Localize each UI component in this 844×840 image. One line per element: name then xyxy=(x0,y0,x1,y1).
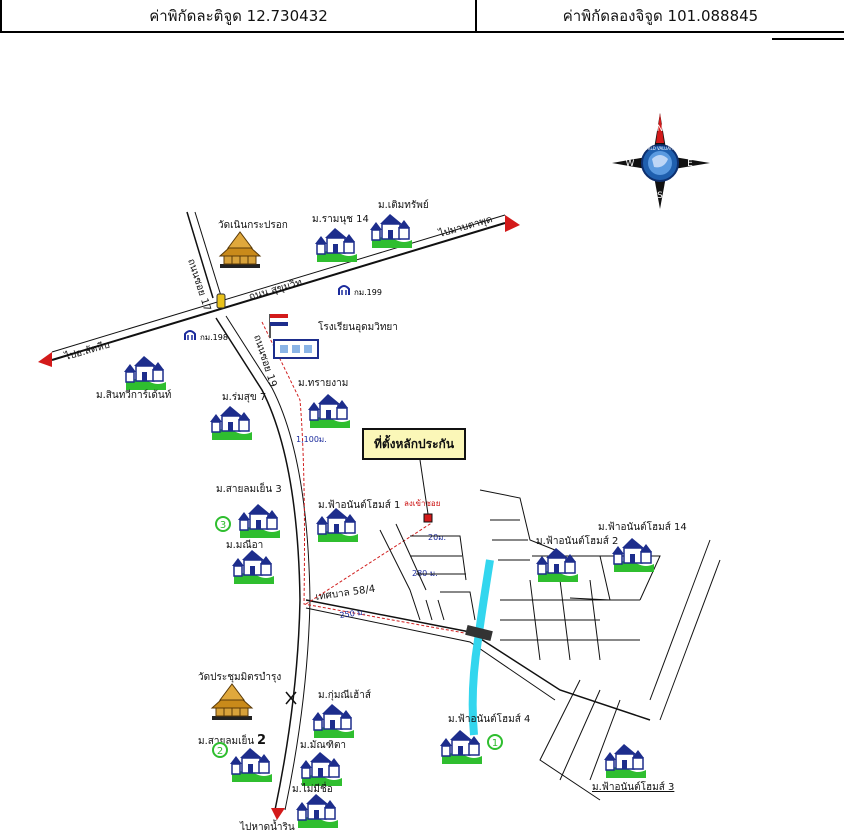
callout-text: ที่ตั้งหลักประกัน xyxy=(373,436,455,451)
label-saiyen2: ม.สายลมเย็น xyxy=(198,733,254,747)
label-entrance: ลงเข้าซอย xyxy=(404,499,440,508)
road-label-sukhumvit: ถนน สุขุมวิท xyxy=(248,277,304,303)
arrow-south-icon xyxy=(271,808,285,820)
longitude-text: ค่าพิกัดลองจิจูด 101.088845 xyxy=(562,6,759,25)
label-mapiya: ม.มณีอา xyxy=(226,539,263,551)
label-to-maptaphut: ไปมาบตาพุด xyxy=(437,213,494,240)
svg-text:3: 3 xyxy=(220,520,226,531)
label-kumnee: ม.กุ่มณีเฮ้าส์ xyxy=(318,689,371,701)
label-wat-prachum: วัดประชุมมิตรบำรุง xyxy=(198,672,281,683)
canal xyxy=(468,559,494,736)
label-termsap: ม.เติมทรัพย์ xyxy=(378,199,429,211)
subdivision-roads xyxy=(379,489,721,801)
marker-2: 2 xyxy=(212,742,228,758)
arrow-west-icon xyxy=(38,352,52,367)
house-icon xyxy=(299,751,343,787)
distance-20: 20ม. xyxy=(428,533,446,542)
label-school: โรงเรียนอุดมวิทยา xyxy=(318,320,398,333)
label-ramnut14: ม.รามนุช 14 xyxy=(312,214,369,225)
label-maimeeduea: ม.ไม่มีชื่อ xyxy=(292,781,333,795)
compass-rose-icon xyxy=(612,113,710,209)
house-icon xyxy=(295,793,339,829)
road-soi-19 xyxy=(215,317,301,811)
road-sukhumvit xyxy=(51,222,506,361)
distance-1100: 1,100ม. xyxy=(296,435,327,444)
label-fahome2: ม.ฟ้าอนันต์โฮมส์ 2 xyxy=(536,534,618,547)
intersection-icon xyxy=(285,691,297,705)
house-icon xyxy=(237,503,281,539)
header-divider xyxy=(772,38,844,40)
compass-south: S xyxy=(657,191,663,201)
label-fahome4: ม.ฟ้าอนันต์โฮมส์ 4 xyxy=(448,712,530,725)
house-icon xyxy=(369,213,413,249)
distance-250: 250 ม. xyxy=(339,607,366,619)
label-fahome14: ม.ฟ้าอนันต์โฮมส์ 14 xyxy=(598,520,687,533)
longitude-cell: ค่าพิกัดลองจิจูด 101.088845 xyxy=(475,0,844,33)
temple-icon xyxy=(211,683,253,721)
svg-text:1: 1 xyxy=(492,738,498,749)
temple-icon xyxy=(219,231,261,269)
school-icon xyxy=(269,314,319,359)
label-monthida: ม.มัณฑิตา xyxy=(300,740,346,751)
latitude-text: ค่าพิกัดละติจูด 12.730432 xyxy=(149,6,328,25)
label-fahome3: ม.ฟ้าอนันต์โฮมส์ 3 xyxy=(592,780,674,793)
house-icon xyxy=(314,227,358,263)
label-saiyen3: ม.สายลมเย็น 3 xyxy=(216,481,282,495)
compass-west: W xyxy=(626,159,635,169)
compass-ring-text: WORLD VALUATION xyxy=(641,146,680,151)
label-fahome1: ม.ฟ้าอนันต์โฮมส์ 1 xyxy=(318,498,400,511)
marker-1: 1 xyxy=(487,734,503,750)
house-icon xyxy=(123,355,167,391)
house-icon xyxy=(439,729,483,765)
road-municipal xyxy=(305,599,651,721)
km-199: กม.199 xyxy=(354,288,382,297)
property-marker xyxy=(423,513,433,523)
bridge-icon xyxy=(465,625,493,641)
km-marker-icon xyxy=(338,285,350,296)
label-to-beach: ไปหาดน้ำริน xyxy=(239,819,295,833)
marker-3: 3 xyxy=(215,516,231,532)
km-marker-icon xyxy=(184,330,196,341)
label-romsuk7: ม.ร่มสุข 7 xyxy=(222,392,266,403)
house-icon xyxy=(315,507,359,543)
compass-east: E xyxy=(687,159,693,169)
arrow-east-icon xyxy=(505,215,520,232)
label-municipal: เทศบาล 58/4 xyxy=(315,584,376,603)
house-icon xyxy=(535,547,579,583)
property-callout: ที่ตั้งหลักประกัน xyxy=(362,428,466,460)
house-icon xyxy=(229,747,273,783)
label-sinthawee: ม.สินทวีการ์เด้นท์ xyxy=(96,389,171,401)
label-saiyen2-number: 2 xyxy=(257,733,266,748)
road-soi-17 xyxy=(186,211,214,299)
km-198: กม.198 xyxy=(200,333,228,342)
house-icon xyxy=(231,549,275,585)
house-icon xyxy=(603,743,647,779)
svg-text:2: 2 xyxy=(217,746,223,757)
compass-north: N xyxy=(657,124,664,134)
traffic-light-icon xyxy=(216,293,226,309)
house-icon xyxy=(311,703,355,739)
label-saiyngam: ม.ทรายงาม xyxy=(298,378,348,389)
house-icon xyxy=(209,405,253,441)
house-icon xyxy=(307,393,351,429)
label-to-sattahip: ไปอ.สัตหีบ xyxy=(63,339,112,364)
route-path xyxy=(261,321,471,635)
label-wat-noenkrapraok: วัดเนินกระปรอก xyxy=(218,220,288,231)
